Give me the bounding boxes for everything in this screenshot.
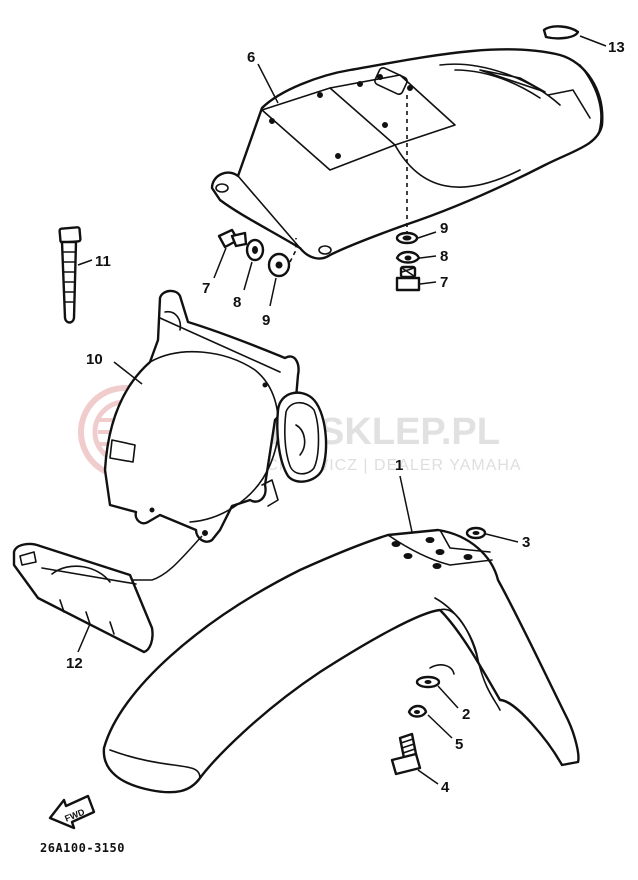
callout-8b: 8 bbox=[440, 248, 448, 265]
leader-10 bbox=[113, 361, 143, 385]
leader-8b bbox=[419, 255, 437, 259]
guard-plate-12-part bbox=[12, 542, 154, 654]
leader-5 bbox=[427, 714, 453, 739]
callout-6: 6 bbox=[247, 49, 255, 66]
callout-7a: 7 bbox=[202, 280, 210, 297]
leader-7b bbox=[419, 281, 437, 285]
cable-tie-11-part bbox=[58, 226, 82, 324]
leader-11 bbox=[77, 259, 93, 266]
leader-7a bbox=[213, 247, 227, 279]
forward-arrow-icon: FWD bbox=[48, 794, 96, 830]
callout-1: 1 bbox=[395, 457, 403, 474]
headlight-lens-part bbox=[276, 391, 328, 483]
leader-13 bbox=[579, 35, 607, 47]
front-fender-part bbox=[102, 528, 580, 794]
leader-6 bbox=[257, 63, 279, 104]
leader-8a bbox=[243, 261, 253, 291]
bracket-10-part bbox=[103, 289, 300, 543]
leader-9a bbox=[269, 277, 277, 307]
washer-9a-part bbox=[267, 252, 291, 278]
lock-washer-8a-part bbox=[245, 238, 265, 262]
washer-2-part bbox=[415, 675, 441, 689]
leader-12 bbox=[77, 623, 91, 653]
callout-4: 4 bbox=[441, 779, 450, 796]
leader-3 bbox=[485, 533, 519, 543]
watermark-subtitle: WOJCIECH ...WICZ | DEALER YAMAHA bbox=[198, 457, 522, 474]
leader-10-to-12 bbox=[132, 535, 203, 581]
drawing-code: 26A100-3150 bbox=[40, 841, 125, 855]
bolt-4-part bbox=[390, 732, 422, 776]
callout-9a: 9 bbox=[262, 312, 270, 329]
bolt-7b-part bbox=[395, 265, 421, 292]
callout-11: 11 bbox=[95, 253, 111, 270]
callout-2: 2 bbox=[462, 706, 470, 723]
leader-4 bbox=[417, 769, 439, 785]
lock-washer-8b-part bbox=[395, 250, 421, 264]
callout-7b: 7 bbox=[440, 274, 448, 291]
leader-1 bbox=[399, 475, 413, 533]
bolt-7a-part bbox=[217, 228, 248, 249]
callout-8a: 8 bbox=[233, 294, 241, 311]
lock-washer-5-part bbox=[407, 704, 428, 718]
washer-3-part bbox=[465, 526, 487, 540]
leader-9b bbox=[417, 231, 437, 239]
callout-5: 5 bbox=[455, 736, 463, 753]
callout-10: 10 bbox=[86, 351, 103, 368]
callout-12: 12 bbox=[66, 655, 83, 672]
cap-13-part bbox=[542, 25, 580, 40]
callout-13: 13 bbox=[608, 39, 625, 56]
callout-3: 3 bbox=[522, 534, 530, 551]
washer-9b-part bbox=[395, 231, 419, 245]
leader-2 bbox=[437, 685, 459, 709]
callout-9b: 9 bbox=[440, 220, 448, 237]
